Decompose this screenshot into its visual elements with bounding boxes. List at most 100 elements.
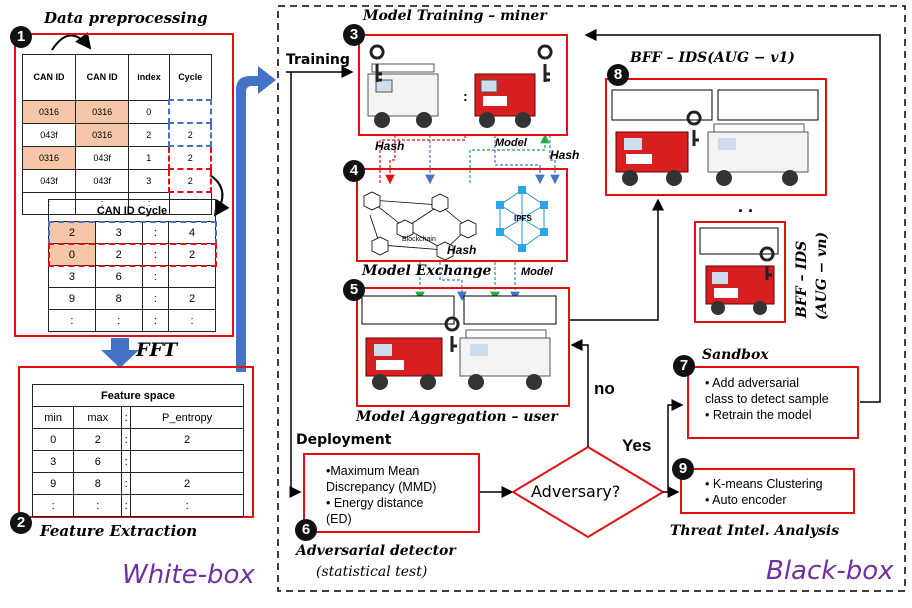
title-bff-v1: BFF – IDS(AUG − v1) bbox=[630, 50, 795, 66]
table-cell: 2 bbox=[168, 122, 212, 147]
table-cell: 2 bbox=[130, 428, 244, 451]
table-cell: : bbox=[141, 243, 170, 266]
blockchain-label: Blockchain bbox=[402, 236, 436, 243]
table-row: 9 8 : 2 bbox=[48, 287, 216, 310]
table-cell: : bbox=[141, 309, 170, 332]
table-cell: 0 bbox=[31, 428, 75, 451]
header-index: index bbox=[128, 54, 170, 101]
table-cell: : bbox=[48, 309, 96, 332]
table-title: Feature space bbox=[32, 384, 244, 407]
table-cell: 0 bbox=[48, 243, 96, 266]
preprocessing-box bbox=[14, 33, 234, 337]
table-cell: : bbox=[121, 428, 132, 451]
table-cell: 4 bbox=[168, 221, 216, 244]
table-row: 9 8 : 2 bbox=[31, 472, 244, 495]
table-cell: 0316 bbox=[21, 145, 77, 170]
header-max: max bbox=[73, 406, 123, 429]
table-row: 0 2 : 2 bbox=[47, 242, 217, 267]
header-p-entropy: P_entropy bbox=[130, 406, 244, 429]
model-aggregation-box bbox=[356, 287, 570, 407]
table-cell: 043f bbox=[75, 145, 130, 170]
header-min: min bbox=[31, 406, 75, 429]
sandbox-box bbox=[687, 366, 859, 439]
step-3-badge: 3 bbox=[343, 24, 365, 46]
table-row: 0 2 : 2 bbox=[31, 428, 244, 451]
table-cell: 2 bbox=[168, 145, 212, 170]
threat-line: • Auto encoder bbox=[705, 493, 787, 507]
step-5-badge: 5 bbox=[343, 279, 365, 301]
header-colon: : bbox=[121, 406, 132, 429]
title-feature-extraction: Feature Extraction bbox=[40, 522, 198, 540]
table-cell: : bbox=[121, 472, 132, 495]
bff-vn-vehicle bbox=[699, 227, 779, 315]
table-cell: 8 bbox=[73, 472, 123, 495]
table-cell: 2 bbox=[48, 221, 96, 244]
can-id-table: CAN ID CAN ID index Cycle 0316 0316 0 04… bbox=[21, 54, 212, 215]
table-cell: : bbox=[121, 450, 132, 473]
sandbox-line: • Add adversarial bbox=[705, 376, 800, 390]
model-label-2: Model bbox=[521, 266, 553, 278]
blackbox-frame bbox=[277, 5, 906, 592]
blockchain-network bbox=[363, 191, 477, 261]
adversary-diamond bbox=[511, 445, 665, 539]
adversary-label: Adversary? bbox=[531, 482, 621, 501]
table-cell: : bbox=[141, 265, 170, 288]
table-cell: : bbox=[31, 494, 75, 517]
table-row: : : : : bbox=[31, 494, 244, 517]
table-cell: 2 bbox=[168, 243, 216, 266]
table-cell: 2 bbox=[73, 428, 123, 451]
step-4-badge: 4 bbox=[343, 160, 365, 182]
deployment-label: Deployment bbox=[296, 432, 392, 448]
title-model-training: Model Training – miner bbox=[363, 8, 547, 24]
feature-extraction-box bbox=[18, 366, 254, 518]
table-cell: 043f bbox=[21, 168, 77, 193]
table-cell: 2 bbox=[130, 472, 244, 495]
model-training-box bbox=[358, 34, 568, 136]
sandbox-steps: • Add adversarial class to detect sample… bbox=[705, 375, 829, 423]
step-2-badge: 2 bbox=[10, 512, 32, 534]
table-cell bbox=[130, 450, 244, 473]
table-cell: : bbox=[141, 287, 170, 310]
step-9-badge: 9 bbox=[672, 458, 694, 480]
bff-v1-box bbox=[605, 78, 827, 196]
hash-label-1: Hash bbox=[375, 139, 405, 153]
ipfs-label: IPFS bbox=[514, 214, 532, 223]
title-threat-intel: Threat Intel. Analysis bbox=[670, 523, 840, 539]
step-1-badge: 1 bbox=[10, 26, 32, 48]
table-cell: 2 bbox=[168, 168, 212, 193]
table-cell: 6 bbox=[94, 265, 143, 288]
subtitle-statistical-test: (statistical test) bbox=[316, 564, 428, 580]
fft-down-arrow bbox=[101, 338, 139, 368]
table-cell: 043f bbox=[75, 168, 130, 193]
training-vehicles bbox=[367, 44, 553, 128]
model-exchange-box bbox=[356, 168, 568, 262]
table-cell: 3 bbox=[48, 265, 96, 288]
whitebox-label: White-box bbox=[122, 560, 255, 590]
detector-box bbox=[303, 453, 480, 533]
threat-methods: • K-means Clustering • Auto encoder bbox=[705, 476, 823, 508]
table-cell: 9 bbox=[48, 287, 96, 310]
table-cell: 2 bbox=[168, 287, 216, 310]
colon-separator: : bbox=[463, 88, 468, 104]
table-cell: 3 bbox=[94, 221, 143, 244]
title-adversarial-detector: Adversarial detector bbox=[296, 543, 456, 559]
table-cell: 3 bbox=[128, 168, 170, 193]
table-cell: 8 bbox=[94, 287, 143, 310]
table-cell: 043f bbox=[21, 122, 77, 147]
table-cell: 0 bbox=[128, 99, 170, 124]
table-cell: : bbox=[130, 494, 244, 517]
fft-label: FFT bbox=[136, 339, 178, 361]
table-title: CAN ID Cycle bbox=[48, 199, 216, 222]
sandbox-line: class to detect sample bbox=[705, 392, 829, 406]
table-cell: 2 bbox=[94, 243, 143, 266]
bff-vn-box bbox=[694, 221, 786, 323]
can-id-cycle-table: CAN ID Cycle 2 3 : 4 0 2 : 2 3 6 : 9 8 :… bbox=[47, 199, 217, 332]
table-cell: : bbox=[73, 494, 123, 517]
table-cell: 0316 bbox=[75, 122, 130, 147]
title-preprocessing: Data preprocessing bbox=[44, 9, 208, 27]
title-model-aggregation: Model Aggregation – user bbox=[356, 409, 558, 425]
step-7-badge: 7 bbox=[673, 355, 695, 377]
header-cycle: Cycle bbox=[168, 54, 212, 101]
bff-v1-vehicles bbox=[611, 89, 819, 186]
detector-line: (ED) bbox=[326, 512, 352, 526]
